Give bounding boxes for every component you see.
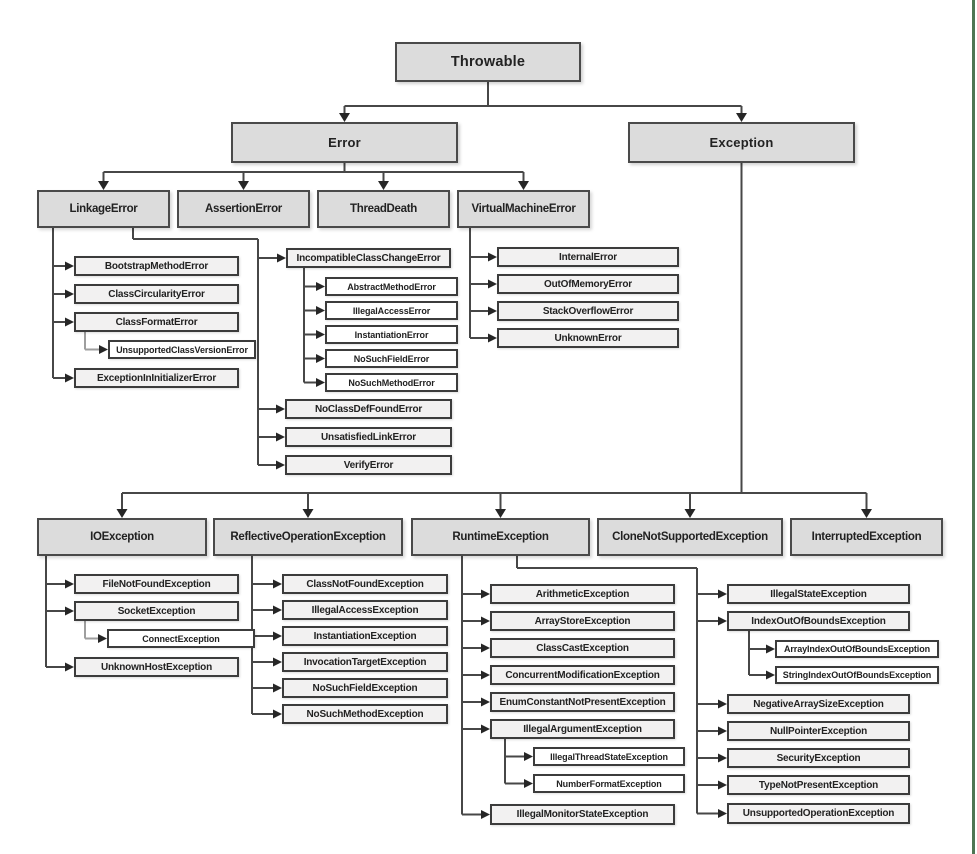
node-assertion-error: AssertionError xyxy=(177,190,310,228)
node-null-pointer-exception: NullPointerException xyxy=(727,721,910,741)
node-error: Error xyxy=(231,122,458,163)
node-number-format-exception: NumberFormatException xyxy=(533,774,685,793)
node-illegal-thread-state-exception: IllegalThreadStateException xyxy=(533,747,685,766)
node-class-format-error: ClassFormatError xyxy=(74,312,239,332)
node-no-class-def-found-error: NoClassDefFoundError xyxy=(285,399,452,419)
node-unknown-host-exception: UnknownHostException xyxy=(74,657,239,677)
node-reflective-operation-exception: ReflectiveOperationException xyxy=(213,518,403,556)
node-unknown-error: UnknownError xyxy=(497,328,679,348)
node-unsatisfied-link-error: UnsatisfiedLinkError xyxy=(285,427,452,447)
node-instantiation-exception: InstantiationException xyxy=(282,626,448,646)
node-illegal-monitor-state-exception: IllegalMonitorStateException xyxy=(490,804,675,825)
node-clone-not-supported-exception: CloneNotSupportedException xyxy=(597,518,783,556)
node-array-store-exception: ArrayStoreException xyxy=(490,611,675,631)
node-exception-in-initializer-error: ExceptionInInitializerError xyxy=(74,368,239,388)
node-unsupported-class-version-error: UnsupportedClassVersionError xyxy=(108,340,256,359)
node-class-cast-exception: ClassCastException xyxy=(490,638,675,658)
node-illegal-state-exception: IllegalStateException xyxy=(727,584,910,604)
node-stack-overflow-error: StackOverflowError xyxy=(497,301,679,321)
node-instantiation-error: InstantiationError xyxy=(325,325,458,344)
node-illegal-access-exception: IllegalAccessException xyxy=(282,600,448,620)
node-security-exception: SecurityException xyxy=(727,748,910,768)
node-class-circularity-error: ClassCircularityError xyxy=(74,284,239,304)
node-connect-exception: ConnectException xyxy=(107,629,255,648)
node-abstract-method-error: AbstractMethodError xyxy=(325,277,458,296)
node-enum-constant-not-present-exception: EnumConstantNotPresentException xyxy=(490,692,675,712)
node-index-out-of-bounds-exception: IndexOutOfBoundsException xyxy=(727,611,910,631)
node-out-of-memory-error: OutOfMemoryError xyxy=(497,274,679,294)
node-class-not-found-exception: ClassNotFoundException xyxy=(282,574,448,594)
node-exception: Exception xyxy=(628,122,855,163)
node-bootstrap-method-error: BootstrapMethodError xyxy=(74,256,239,276)
node-interrupted-exception: InterruptedException xyxy=(790,518,943,556)
node-unsupported-operation-exception: UnsupportedOperationException xyxy=(727,803,910,824)
node-io-exception: IOException xyxy=(37,518,207,556)
node-concurrent-modification-exception: ConcurrentModificationException xyxy=(490,665,675,685)
page-right-accent-border xyxy=(972,0,975,854)
node-internal-error: InternalError xyxy=(497,247,679,267)
node-linkage-error: LinkageError xyxy=(37,190,170,228)
node-throwable: Throwable xyxy=(395,42,581,82)
node-invocation-target-exception: InvocationTargetException xyxy=(282,652,448,672)
node-no-such-field-error: NoSuchFieldError xyxy=(325,349,458,368)
node-no-such-method-error: NoSuchMethodError xyxy=(325,373,458,392)
node-illegal-argument-exception: IllegalArgumentException xyxy=(490,719,675,739)
node-socket-exception: SocketException xyxy=(74,601,239,621)
node-verify-error: VerifyError xyxy=(285,455,452,475)
node-illegal-access-error: IllegalAccessError xyxy=(325,301,458,320)
node-no-such-method-exception: NoSuchMethodException xyxy=(282,704,448,724)
node-array-index-out-of-bounds-exception: ArrayIndexOutOfBoundsException xyxy=(775,640,939,658)
node-thread-death: ThreadDeath xyxy=(317,190,450,228)
node-no-such-field-exception: NoSuchFieldException xyxy=(282,678,448,698)
node-runtime-exception: RuntimeException xyxy=(411,518,590,556)
node-type-not-present-exception: TypeNotPresentException xyxy=(727,775,910,795)
node-incompatible-class-change-error: IncompatibleClassChangeError xyxy=(286,248,451,268)
node-negative-array-size-exception: NegativeArraySizeException xyxy=(727,694,910,714)
node-file-not-found-exception: FileNotFoundException xyxy=(74,574,239,594)
node-string-index-out-of-bounds-exception: StringIndexOutOfBoundsException xyxy=(775,666,939,684)
node-arithmetic-exception: ArithmeticException xyxy=(490,584,675,604)
node-virtual-machine-error: VirtualMachineError xyxy=(457,190,590,228)
